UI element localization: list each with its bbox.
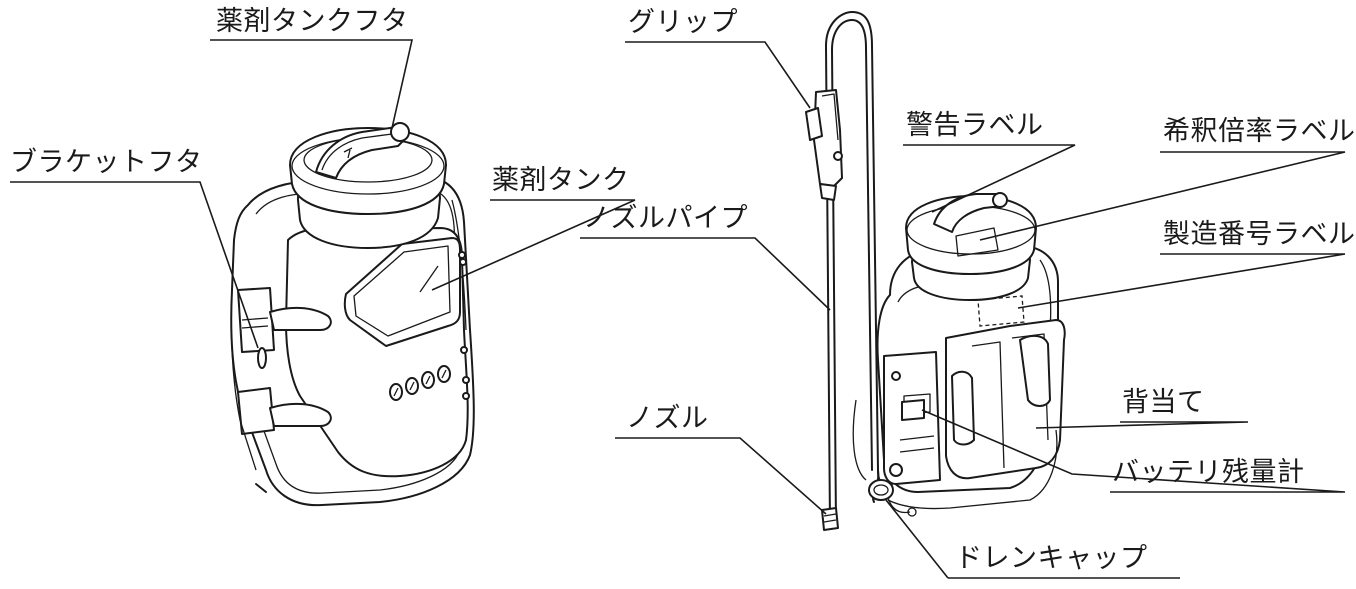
serial-label-outline (977, 295, 1025, 327)
label-nozzle: ノズル (626, 403, 709, 434)
front-view-sprayer (230, 122, 475, 507)
label-tank-lid: 薬剤タンクフタ (216, 6, 409, 37)
left-strap-lower (237, 387, 275, 435)
nozzle (821, 507, 839, 531)
label-serial: 製造番号ラベル (1163, 219, 1356, 250)
label-grip: グリップ (628, 7, 738, 38)
label-bracket-lid: ブラケットフタ (10, 147, 203, 178)
leader-lines (10, 39, 1346, 579)
label-dilution: 希釈倍率ラベル (1163, 116, 1356, 147)
left-strap-upper (237, 287, 275, 353)
label-nozzle-pipe: ノズルパイプ (583, 203, 748, 234)
label-warning: 警告ラベル (906, 110, 1044, 141)
label-tank: 薬剤タンク (492, 165, 630, 196)
drain-cap-shape (868, 463, 917, 517)
battery-gauge (901, 399, 925, 421)
grip (813, 89, 843, 187)
side-view-sprayer (805, 11, 1066, 531)
label-battery-gauge: バッテリ残量計 (1112, 457, 1305, 488)
label-drain-cap: ドレンキャップ (955, 543, 1148, 574)
label-back-pad: 背当て (1122, 387, 1205, 418)
